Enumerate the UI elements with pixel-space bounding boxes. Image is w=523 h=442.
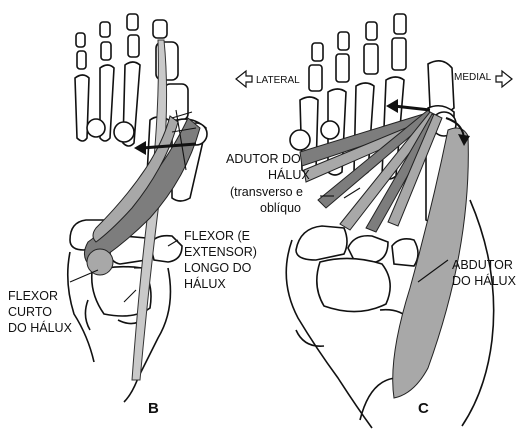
label-abdutor-line2: DO HÁLUX [452, 273, 517, 288]
medial-direction: MEDIAL [454, 71, 512, 87]
lateral-direction: LATERAL [236, 71, 300, 87]
arrow-left-icon [236, 71, 252, 87]
label-flexor-curto-line3: DO HÁLUX [8, 320, 73, 335]
label-adutor-line2: HÁLUX [268, 167, 310, 182]
label-flexor-longo-line2: EXTENSOR) [184, 245, 257, 259]
label-adutor-line4: oblíquo [260, 201, 301, 215]
label-flexor-longo-line1: FLEXOR (E [184, 229, 250, 243]
label-flexor-longo-line3: LONGO DO [184, 261, 252, 275]
panel-b-tarsals [68, 220, 182, 402]
panel-c-label: C [418, 400, 429, 417]
panel-b-foot [68, 14, 207, 402]
sesamoid [87, 249, 113, 275]
panel-b-label: B [148, 400, 159, 417]
label-flexor-curto-line2: CURTO [8, 305, 52, 319]
label-flexor-curto-line1: FLEXOR [8, 289, 58, 303]
direction-medial-text: MEDIAL [454, 72, 492, 83]
label-adutor-line3: (transverso e [230, 185, 303, 199]
label-abdutor-line1: ABDUTOR [452, 258, 513, 272]
label-adutor-line1: ADUTOR DO [226, 152, 301, 166]
direction-lateral-text: LATERAL [256, 75, 300, 86]
label-flexor-longo-line4: HÁLUX [184, 276, 226, 291]
arrow-right-icon [496, 71, 512, 87]
